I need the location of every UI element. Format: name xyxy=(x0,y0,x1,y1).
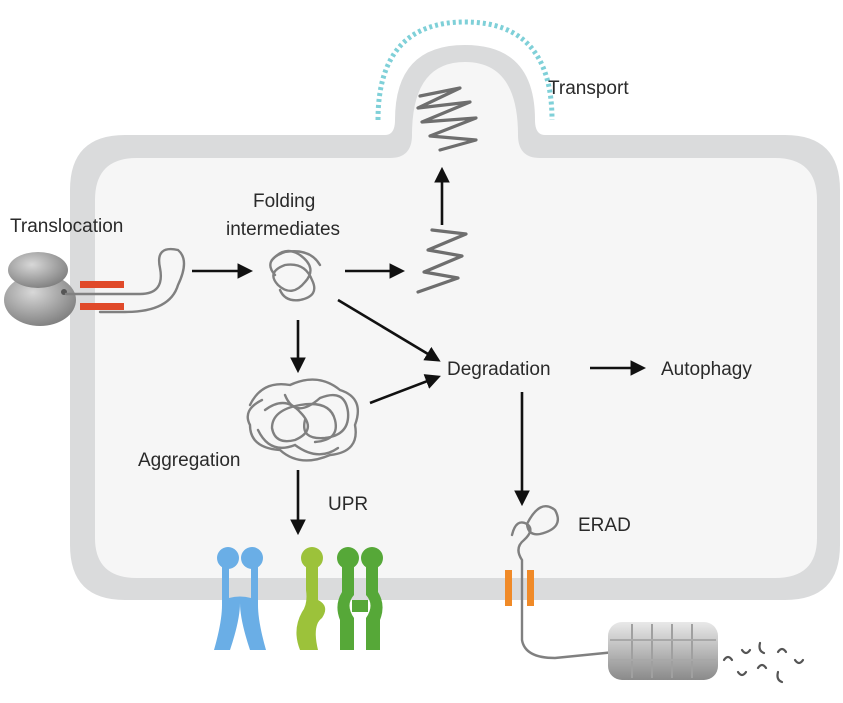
erad-channel-icon xyxy=(505,570,534,606)
label-degradation: Degradation xyxy=(447,359,551,380)
vesicle-coat xyxy=(375,19,555,121)
arrow-folding-to-degradation xyxy=(337,298,441,362)
arrow-aggregation-to-degradation xyxy=(369,374,441,405)
peptide-fragments-icon xyxy=(722,641,805,684)
label-folding-line2: intermediates xyxy=(226,219,340,240)
pathway-arrows xyxy=(192,166,647,536)
upr-receptor-green-icon xyxy=(337,547,383,650)
label-autophagy: Autophagy xyxy=(661,359,752,380)
label-translocation: Translocation xyxy=(10,216,123,237)
erad-loop-icon xyxy=(525,505,560,536)
er-membrane xyxy=(70,45,840,600)
label-transport: Transport xyxy=(548,78,629,99)
aggregate-icon xyxy=(246,378,360,462)
label-erad: ERAD xyxy=(578,515,631,536)
folded-protein-icon xyxy=(416,228,468,294)
proteasome-icon xyxy=(608,622,718,680)
ribosome-icon xyxy=(4,252,76,326)
vesicle-cargo-icon xyxy=(416,86,478,152)
label-upr: UPR xyxy=(328,494,368,515)
nascent-chain-icon xyxy=(64,247,186,314)
folding-intermediate-icon xyxy=(269,249,322,302)
upr-receptor-lime-icon xyxy=(296,547,326,650)
translocon-channel-icon xyxy=(80,281,124,310)
label-folding-line1: Folding xyxy=(253,191,315,212)
erad-substrate-icon xyxy=(510,521,617,660)
label-aggregation: Aggregation xyxy=(138,450,240,471)
upr-receptor-blue-icon xyxy=(214,547,266,650)
